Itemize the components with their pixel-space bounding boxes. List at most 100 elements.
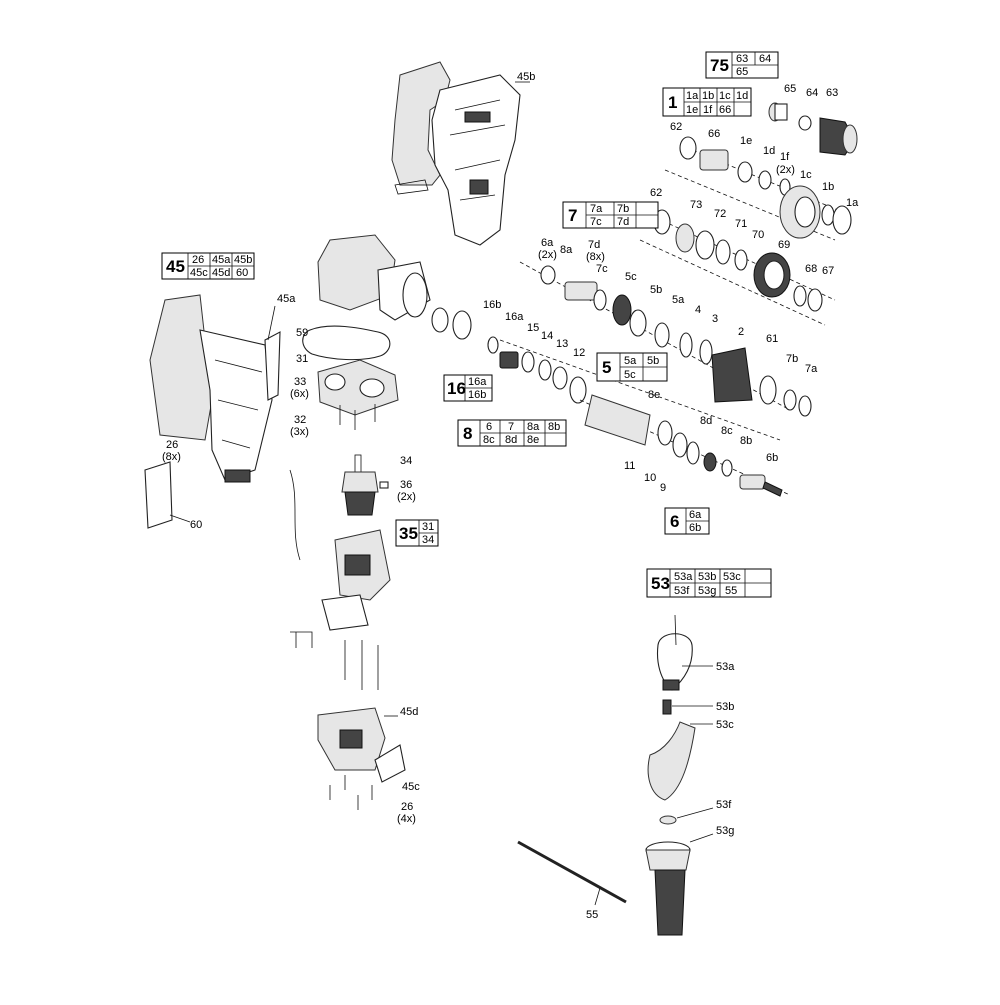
- label-8a: 8a: [560, 244, 573, 256]
- label-72: 72: [714, 208, 726, 220]
- kit-1: 1 1a 1b 1c 1d 1e 1f 66: [662, 87, 752, 117]
- kit-5-cell: 5c: [624, 369, 636, 381]
- kit-75-cell: 65: [736, 66, 748, 78]
- kit-45-cell: 60: [236, 267, 248, 279]
- kit-45-cell: 26: [192, 254, 204, 266]
- gear-housing: [317, 234, 472, 340]
- kit-45-cell: 45c: [190, 267, 208, 279]
- kit-6-cell: 6b: [689, 522, 701, 534]
- kit-53-cell: 53a: [674, 571, 693, 583]
- housing-shell-45b: [391, 61, 521, 246]
- kit-16-cell: 16b: [468, 389, 486, 401]
- label-3: 3: [712, 313, 718, 325]
- label-65: 65: [784, 83, 796, 95]
- label-1f: 1f: [780, 151, 790, 163]
- kit-45-number: 45: [166, 257, 185, 276]
- kit-6: 6 6a 6b: [664, 507, 710, 535]
- kit-7-cell: 7d: [617, 216, 629, 228]
- label-26b: 26: [401, 801, 413, 813]
- label-33: 33: [294, 376, 306, 388]
- label-1f-qty: (2x): [776, 164, 795, 176]
- gear-housing-31: [317, 359, 399, 430]
- kit-53-cell: 53g: [698, 585, 716, 597]
- kit-8-cell: 8c: [483, 434, 495, 446]
- kit-5: 5 5a 5b 5c: [596, 352, 668, 382]
- label-26b-qty: (4x): [397, 813, 416, 825]
- label-45b: 45b: [517, 71, 535, 83]
- kit-7: 7 7a 7b 7c 7d: [562, 201, 659, 229]
- label-71: 71: [735, 218, 747, 230]
- kit-35-number: 35: [399, 524, 418, 543]
- label-32-qty: (3x): [290, 426, 309, 438]
- label-9: 9: [660, 482, 666, 494]
- label-68: 68: [805, 263, 817, 275]
- keyless-chuck-63: [768, 102, 858, 156]
- kit-8-cell: 8a: [527, 421, 540, 433]
- kit-8-cell: 8e: [527, 434, 539, 446]
- label-69: 69: [778, 239, 790, 251]
- kit-8-cell: 6: [486, 421, 492, 433]
- label-62b: 62: [650, 187, 662, 199]
- label-4: 4: [695, 304, 701, 316]
- kit-7-cell: 7a: [590, 203, 603, 215]
- label-61: 61: [766, 333, 778, 345]
- kit-8: 8 6 7 8a 8b 8c 8d 8e: [457, 419, 567, 447]
- kit-6-number: 6: [670, 512, 679, 531]
- label-16a: 16a: [505, 311, 524, 323]
- label-8d: 8d: [700, 415, 712, 427]
- label-66: 66: [708, 128, 720, 140]
- hammer-tube: [584, 394, 783, 497]
- label-45c: 45c: [402, 781, 420, 793]
- label-5a: 5a: [672, 294, 685, 306]
- label-64: 64: [806, 87, 818, 99]
- kit-53-cell: 53b: [698, 571, 716, 583]
- bottom-cover-45d: [317, 707, 398, 771]
- label-59: 59: [296, 327, 308, 339]
- kit-1-cell: 1d: [736, 90, 748, 102]
- kit-45-cell: 45a: [212, 254, 231, 266]
- kit-16: 16 16a 16b: [443, 374, 493, 402]
- label-6b: 6b: [766, 452, 778, 464]
- kit-16-cell: 16a: [468, 376, 487, 388]
- kit-8-cell: 7: [508, 421, 514, 433]
- label-8b: 8b: [740, 435, 752, 447]
- label-8e: 8e: [648, 389, 660, 401]
- kit-8-cell: 8b: [548, 421, 560, 433]
- kit-75: 75 63 64 65: [705, 51, 779, 79]
- kit-35-cell: 31: [422, 521, 434, 533]
- armature-34: [341, 454, 389, 516]
- label-6a-qty: (2x): [538, 249, 557, 261]
- label-73: 73: [690, 199, 702, 211]
- kit-53-number: 53: [651, 574, 670, 593]
- label-33-qty: (6x): [290, 388, 309, 400]
- label-7d-qty: (8x): [586, 251, 605, 263]
- label-5b: 5b: [650, 284, 662, 296]
- kit-8-number: 8: [463, 424, 472, 443]
- label-16b: 16b: [483, 299, 501, 311]
- label-31: 31: [296, 353, 308, 365]
- label-1b: 1b: [822, 181, 834, 193]
- label-1a: 1a: [846, 197, 859, 209]
- label-8c: 8c: [721, 425, 733, 437]
- label-67: 67: [822, 265, 834, 277]
- kit-1-cell: 1c: [719, 90, 731, 102]
- label-55: 55: [586, 909, 598, 921]
- label-26a: 26: [166, 439, 178, 451]
- intermediate-shaft: [487, 336, 587, 404]
- label-2: 2: [738, 326, 744, 338]
- motor-field-and-switch: [289, 469, 391, 690]
- label-36: 36: [400, 479, 412, 491]
- label-10: 10: [644, 472, 656, 484]
- kit-45-cell: 45d: [212, 267, 230, 279]
- kit-1-cell: 1a: [686, 90, 699, 102]
- spindle-assembly: [540, 265, 812, 417]
- label-60: 60: [190, 519, 202, 531]
- kit-6-cell: 6a: [689, 509, 702, 521]
- label-63: 63: [826, 87, 838, 99]
- depth-rod-55: [517, 840, 627, 904]
- kit-5-number: 5: [602, 358, 611, 377]
- kit-5-cell: 5a: [624, 355, 637, 367]
- label-53b: 53b: [716, 701, 734, 713]
- kit-53-cell: 55: [725, 585, 737, 597]
- kit-53: 53 53a 53b 53c 53f 53g 55: [646, 568, 772, 598]
